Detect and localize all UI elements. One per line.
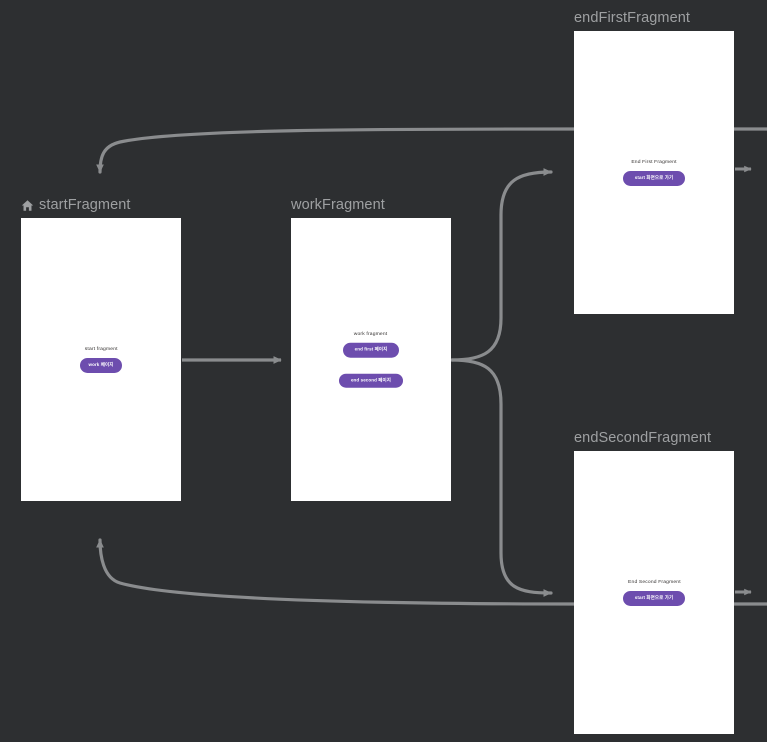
preview-button-go-to-start-screen[interactable]: start 화면으로 가기: [622, 591, 686, 606]
preview-button-end-first-page[interactable]: end first 페이지: [342, 342, 400, 358]
action-work-to-endsecond[interactable]: [450, 358, 553, 597]
destination-name-text: startFragment: [39, 196, 131, 213]
destination-workFragment[interactable]: workFragment work fragment end first 페이지…: [291, 197, 451, 501]
destination-name-text: endFirstFragment: [574, 9, 691, 26]
screen-title: End First Fragment: [631, 158, 677, 164]
screen-title: work fragment: [354, 329, 388, 336]
preview-button-end-second-page[interactable]: end second 페이지: [338, 373, 404, 388]
destination-label-workFragment: workFragment: [291, 196, 385, 213]
screen-preview-workFragment[interactable]: work fragment end first 페이지 end second 페…: [291, 218, 451, 501]
destination-endSecondFragment[interactable]: endSecondFragment End Second Fragment st…: [574, 430, 734, 734]
screen-preview-endFirstFragment[interactable]: End First Fragment start 화면으로 가기: [574, 31, 734, 314]
destination-label-startFragment: startFragment: [21, 196, 131, 213]
destination-label-endFirstFragment: endFirstFragment: [574, 9, 691, 26]
preview-button-work-page[interactable]: work 페이지: [79, 358, 123, 373]
destination-label-endSecondFragment: endSecondFragment: [574, 429, 712, 446]
destination-name-text: endSecondFragment: [574, 429, 712, 446]
destination-name-text: workFragment: [291, 196, 385, 213]
screen-title: start fragment: [84, 345, 118, 351]
screen-title: End Second Fragment: [627, 578, 681, 584]
action-work-to-endfirst[interactable]: [450, 168, 553, 362]
home-icon: [21, 199, 34, 212]
destination-endFirstFragment[interactable]: endFirstFragment End First Fragment star…: [574, 10, 734, 314]
destination-startFragment[interactable]: startFragment start fragment work 페이지: [21, 197, 181, 501]
screen-preview-startFragment[interactable]: start fragment work 페이지: [21, 218, 181, 501]
screen-preview-endSecondFragment[interactable]: End Second Fragment start 화면으로 가기: [574, 451, 734, 734]
preview-button-go-to-start-screen[interactable]: start 화면으로 가기: [622, 171, 686, 186]
